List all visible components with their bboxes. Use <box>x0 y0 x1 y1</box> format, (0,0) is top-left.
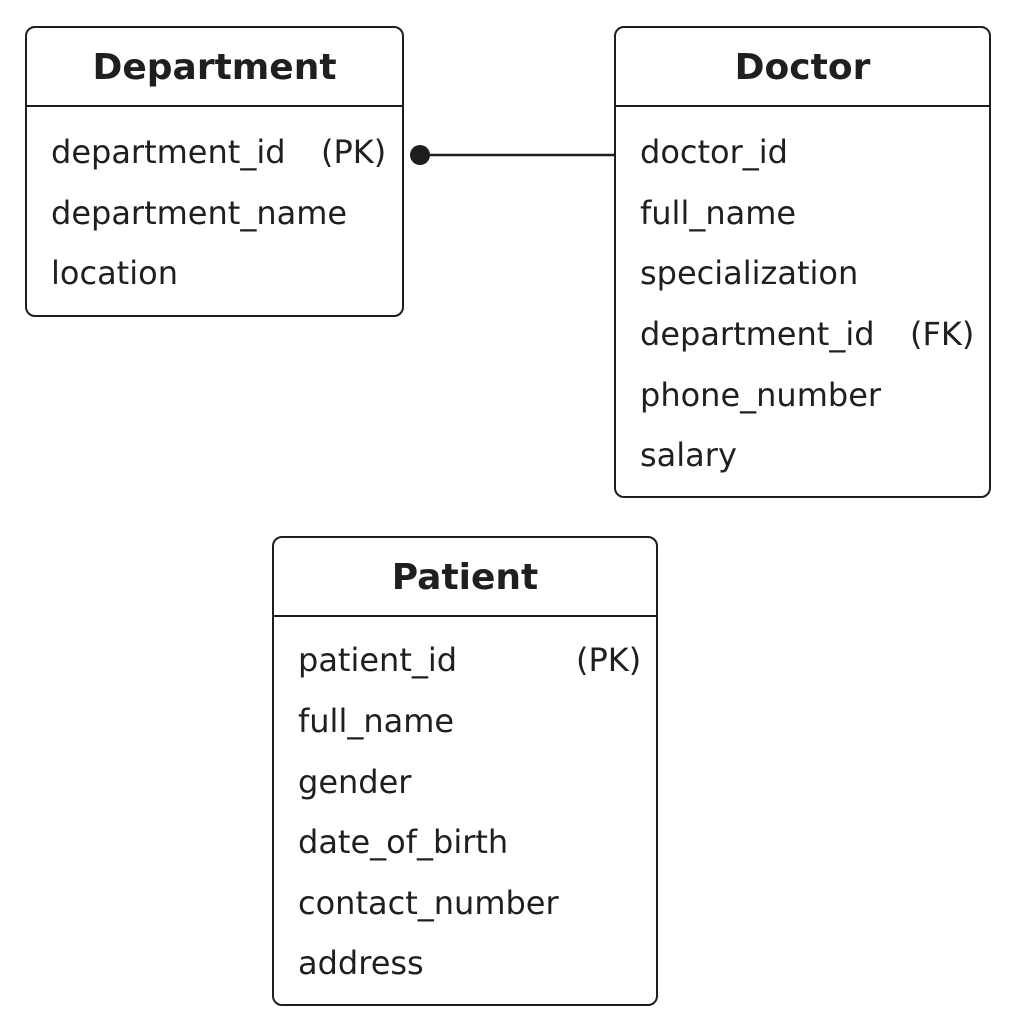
attribute-name: phone_number <box>640 376 882 414</box>
department-attribute-row: location <box>51 251 388 295</box>
department-attribute-row: department_id (PK) <box>51 130 388 174</box>
attribute-name: gender <box>298 763 412 801</box>
patient-title: Patient <box>274 538 656 617</box>
doctor-entity[interactable]: Doctor doctor_id full_name specializatio… <box>614 26 991 498</box>
patient-attribute-row: address <box>298 941 642 985</box>
patient-attribute-row: date_of_birth <box>298 820 642 864</box>
patient-attribute-row: patient_id (PK) <box>298 638 642 682</box>
department-attribute-row: department_name <box>51 191 388 235</box>
attribute-name: salary <box>640 436 737 474</box>
doctor-attribute-row: salary <box>640 433 975 477</box>
patient-attribute-row: full_name <box>298 699 642 743</box>
patient-attribute-row: gender <box>298 760 642 804</box>
foreign-key-marker: (FK) <box>910 315 975 353</box>
relationship-endpoint-dot <box>410 145 430 165</box>
department-title: Department <box>27 28 402 107</box>
doctor-attribute-row: phone_number <box>640 373 975 417</box>
attribute-name: address <box>298 944 424 982</box>
primary-key-marker: (PK) <box>576 641 642 679</box>
attribute-name: specialization <box>640 254 859 292</box>
patient-attribute-row: contact_number <box>298 881 642 925</box>
attribute-name: patient_id <box>298 641 458 679</box>
doctor-attribute-row: doctor_id <box>640 130 975 174</box>
doctor-attribute-row: full_name <box>640 191 975 235</box>
patient-entity[interactable]: Patient patient_id (PK) full_name gender… <box>272 536 658 1006</box>
attribute-name: contact_number <box>298 884 559 922</box>
attribute-name: department_id <box>640 315 875 353</box>
attribute-name: department_name <box>51 194 348 232</box>
attribute-name: date_of_birth <box>298 823 509 861</box>
attribute-name: doctor_id <box>640 133 788 171</box>
attribute-name: department_id <box>51 133 286 171</box>
doctor-attribute-row: department_id (FK) <box>640 312 975 356</box>
department-entity[interactable]: Department department_id (PK) department… <box>25 26 404 317</box>
attribute-name: location <box>51 254 178 292</box>
doctor-title: Doctor <box>616 28 989 107</box>
primary-key-marker: (PK) <box>321 133 387 171</box>
doctor-attribute-row: specialization <box>640 251 975 295</box>
attribute-name: full_name <box>640 194 797 232</box>
attribute-name: full_name <box>298 702 455 740</box>
